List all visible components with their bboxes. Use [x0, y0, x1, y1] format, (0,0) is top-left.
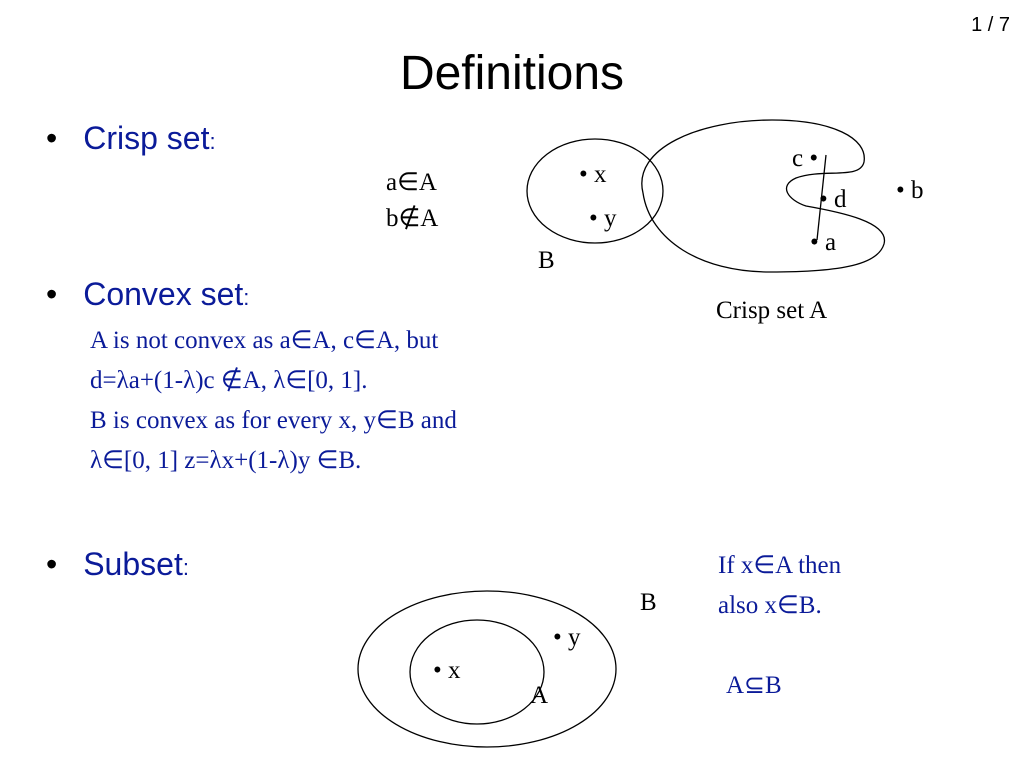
set-B-label: B: [538, 247, 555, 274]
convex-explanation: A is not convex as a∈A, c∈A, but d=λa+(1…: [90, 321, 457, 481]
subset-diagram: B A • x • y: [357, 589, 657, 748]
convex-line-1: A is not convex as a∈A, c∈A, but: [90, 327, 439, 354]
set-A-outline: [641, 119, 885, 273]
bullet-dot: •: [46, 546, 58, 582]
bullet-subset-colon: :: [182, 555, 189, 580]
point-y: • y: [589, 205, 617, 232]
convex-line-4: λ∈[0, 1] z=λx+(1-λ)y ∈B.: [90, 447, 362, 474]
bullet-crisp-colon: :: [209, 129, 216, 154]
crisp-set-caption: Crisp set A: [716, 297, 827, 324]
bullet-convex-set: • Convex set :: [46, 276, 249, 313]
convex-line-2: d=λa+(1-λ)c ∉A, λ∈[0, 1].: [90, 367, 368, 394]
subset-B-ellipse: [357, 590, 617, 748]
membership-b: b∉A: [386, 205, 439, 232]
subset-relation: A⊆B: [726, 672, 782, 699]
bullet-subset-label: Subset: [83, 546, 183, 582]
membership-a: a∈A: [386, 169, 437, 196]
subset-rule-line-2: also x∈B.: [718, 592, 822, 619]
bullet-convex-label: Convex set: [83, 276, 244, 312]
subset-A-ellipse: [409, 619, 545, 725]
bullet-dot: •: [46, 276, 58, 312]
subset-point-x: • x: [433, 657, 461, 684]
page-number: 1 / 7: [971, 14, 1010, 36]
subset-rule-line-1: If x∈A then: [718, 552, 842, 579]
bullet-subset: • Subset :: [46, 546, 189, 583]
bullet-crisp-label: Crisp set: [83, 120, 210, 156]
bullet-dot: •: [46, 120, 58, 156]
crisp-set-diagram: • x • y c • • d • a • b B Crisp set A: [526, 119, 924, 324]
page-title: Definitions: [399, 47, 625, 100]
point-d: • d: [819, 186, 847, 213]
point-b: • b: [896, 177, 924, 204]
segment-c-a: [816, 154, 827, 241]
subset-point-y: • y: [553, 624, 581, 651]
membership-statements: a∈A b∉A: [386, 165, 438, 237]
point-c: c •: [792, 145, 818, 172]
subset-rule: If x∈A then also x∈B.: [718, 546, 841, 626]
bullet-crisp-set: • Crisp set :: [46, 120, 216, 157]
subset-B-label: B: [640, 589, 657, 616]
subset-A-label: A: [530, 682, 548, 709]
point-x: • x: [579, 161, 607, 188]
set-B-ellipse: [526, 138, 664, 244]
bullet-convex-colon: :: [243, 285, 250, 310]
point-a: • a: [810, 229, 836, 256]
convex-line-3: B is convex as for every x, y∈B and: [90, 407, 457, 434]
